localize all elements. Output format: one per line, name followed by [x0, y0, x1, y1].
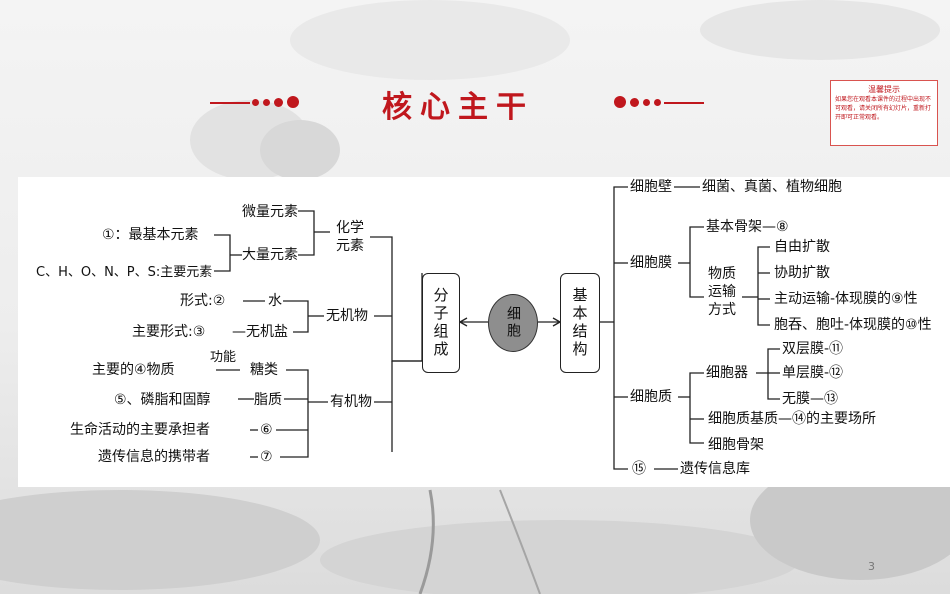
label-sugar: 糖类 [250, 362, 278, 378]
label-genetic-carrier: 遗传信息的携带者 [98, 449, 210, 465]
label-water: 水 [268, 293, 282, 309]
label-circle-7: ⑦ [260, 449, 273, 465]
page-title: 核心主干 [382, 90, 534, 125]
label-form: 形式:② [180, 293, 226, 309]
label-cytoskeleton: 细胞骨架 [708, 437, 764, 453]
tip-title: 温馨提示 [868, 85, 900, 94]
label-nucleus-desc: 遗传信息库 [680, 461, 750, 477]
basic-structure-box: 基本结构 [560, 273, 600, 373]
label-main-form: 主要形式:③ [132, 324, 206, 340]
molecular-composition-label: 分子组成 [431, 287, 450, 359]
label-double-membrane: 双层膜-⑪ [782, 341, 844, 357]
label-macro-elements: 大量元素 [242, 247, 298, 263]
cell-label: 细胞 [505, 306, 521, 340]
page-number: 3 [868, 560, 875, 573]
right-decor-line [664, 102, 704, 104]
decor-dot [252, 99, 259, 106]
label-major-elements: C、H、O、N、P、S:主要元素 [36, 265, 213, 280]
label-cytoplasm: 细胞质 [630, 389, 672, 405]
label-cytosol: 细胞质基质—⑭的主要场所 [708, 411, 876, 427]
label-facilitated-diffusion: 协助扩散 [774, 265, 830, 281]
label-single-membrane: 单层膜-⑫ [782, 365, 844, 381]
label-endocytosis: 胞吞、胞吐-体现膜的⑩性 [774, 317, 932, 333]
label-transport-2: 运输 [708, 284, 736, 300]
basic-structure-label: 基本结构 [570, 287, 589, 359]
decor-dot [643, 99, 650, 106]
label-cell-membrane: 细胞膜 [630, 255, 672, 271]
label-sugar-func: 主要的④物质 [92, 362, 175, 378]
label-basic-skeleton: 基本骨架—⑧ [706, 219, 789, 235]
label-no-membrane: 无膜—⑬ [782, 391, 838, 407]
label-circle-6: ⑥ [260, 422, 273, 438]
label-free-diffusion: 自由扩散 [774, 239, 830, 255]
decor-dot [263, 99, 270, 106]
label-inorganic: 无机物 [326, 308, 368, 324]
decor-dot [287, 96, 299, 108]
tip-body: 如果您在观看本课件的过程中出现不可观看，请关闭所有幻灯片，重新打开即可正常观看。 [835, 96, 932, 121]
label-circle-15: ⑮ [632, 461, 646, 477]
label-inorganic-salt: —无机盐 [232, 324, 288, 340]
label-basic-element: ①：最基本元素 [102, 227, 199, 243]
label-cell-wall: 细胞壁 [630, 179, 672, 195]
label-transport-3: 方式 [708, 302, 736, 318]
connector-lines [214, 186, 780, 470]
decor-dot [274, 98, 283, 107]
label-lipid-source: ⑤、磷脂和固醇 [114, 392, 211, 408]
label-active-transport: 主动运输-体现膜的⑨性 [774, 291, 918, 307]
decor-dot [654, 99, 661, 106]
cell-node: 细胞 [488, 294, 538, 352]
label-cell-wall-desc: 细菌、真菌、植物细胞 [702, 179, 842, 195]
label-function: 功能 [210, 350, 237, 365]
label-organelle: 细胞器 [706, 365, 748, 381]
decor-dot [614, 96, 626, 108]
label-chemical-2: 元素 [336, 238, 364, 254]
label-organic: 有机物 [330, 394, 372, 410]
label-chemical-1: 化学 [336, 220, 364, 236]
label-micro-elements: 微量元素 [242, 204, 298, 220]
concept-map: ①：最基本元素 C、H、O、N、P、S:主要元素 微量元素 大量元素 化学 元素… [18, 177, 950, 487]
label-protein-role: 生命活动的主要承担者 [70, 422, 210, 438]
tip-box: 温馨提示 如果您在观看本课件的过程中出现不可观看，请关闭所有幻灯片，重新打开即可… [830, 80, 938, 146]
left-decor-line [210, 102, 250, 104]
label-lipid: 脂质 [254, 392, 282, 408]
molecular-composition-box: 分子组成 [422, 273, 460, 373]
decor-dot [630, 98, 639, 107]
header: 核心主干 [0, 80, 950, 128]
label-transport-1: 物质 [708, 266, 736, 282]
